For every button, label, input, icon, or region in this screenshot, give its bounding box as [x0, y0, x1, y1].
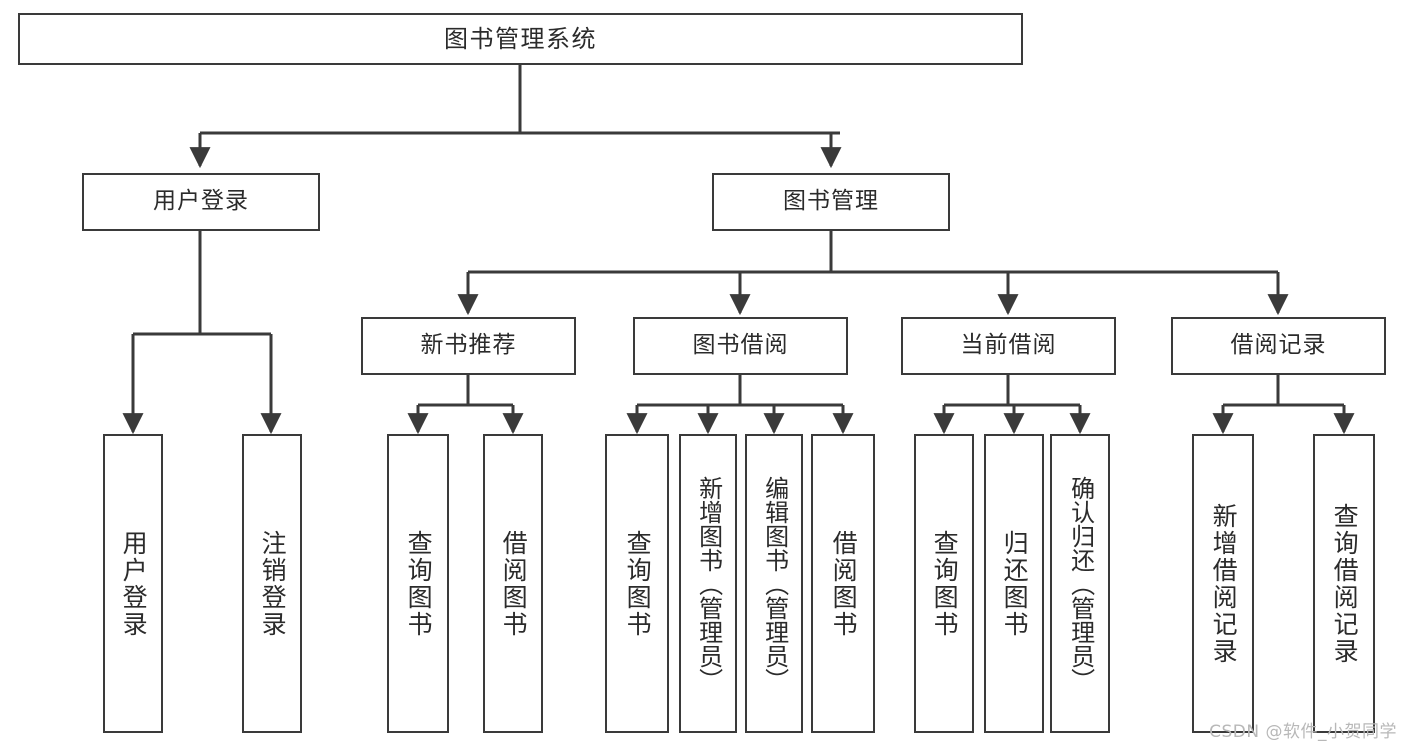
leaf-user-login-logout[interactable]: 注销登录: [242, 434, 302, 733]
node-book-borrow[interactable]: 图书借阅: [633, 317, 848, 375]
leaf-borrow-record-add[interactable]: 新增借阅记录: [1192, 434, 1254, 733]
node-borrow-record[interactable]: 借阅记录: [1171, 317, 1386, 375]
node-current-borrow[interactable]: 当前借阅: [901, 317, 1116, 375]
leaf-book-borrow-query[interactable]: 查询图书: [605, 434, 669, 733]
node-book-management[interactable]: 图书管理: [712, 173, 950, 231]
leaf-book-borrow-borrow[interactable]: 借阅图书: [811, 434, 875, 733]
leaf-borrow-record-query[interactable]: 查询借阅记录: [1313, 434, 1375, 733]
leaf-current-borrow-query[interactable]: 查询图书: [914, 434, 974, 733]
leaf-book-borrow-edit[interactable]: 编辑图书（管理员）: [745, 434, 803, 733]
node-user-login[interactable]: 用户登录: [82, 173, 320, 231]
node-root-system[interactable]: 图书管理系统: [18, 13, 1023, 65]
csdn-watermark: CSDN @软件_小贺同学: [1209, 722, 1397, 742]
leaf-new-book-borrow[interactable]: 借阅图书: [483, 434, 543, 733]
leaf-user-login-login[interactable]: 用户登录: [103, 434, 163, 733]
leaf-new-book-query[interactable]: 查询图书: [387, 434, 449, 733]
leaf-current-borrow-confirm-return[interactable]: 确认归还（管理员）: [1050, 434, 1110, 733]
leaf-book-borrow-add[interactable]: 新增图书（管理员）: [679, 434, 737, 733]
leaf-current-borrow-return[interactable]: 归还图书: [984, 434, 1044, 733]
node-new-book-recommend[interactable]: 新书推荐: [361, 317, 576, 375]
